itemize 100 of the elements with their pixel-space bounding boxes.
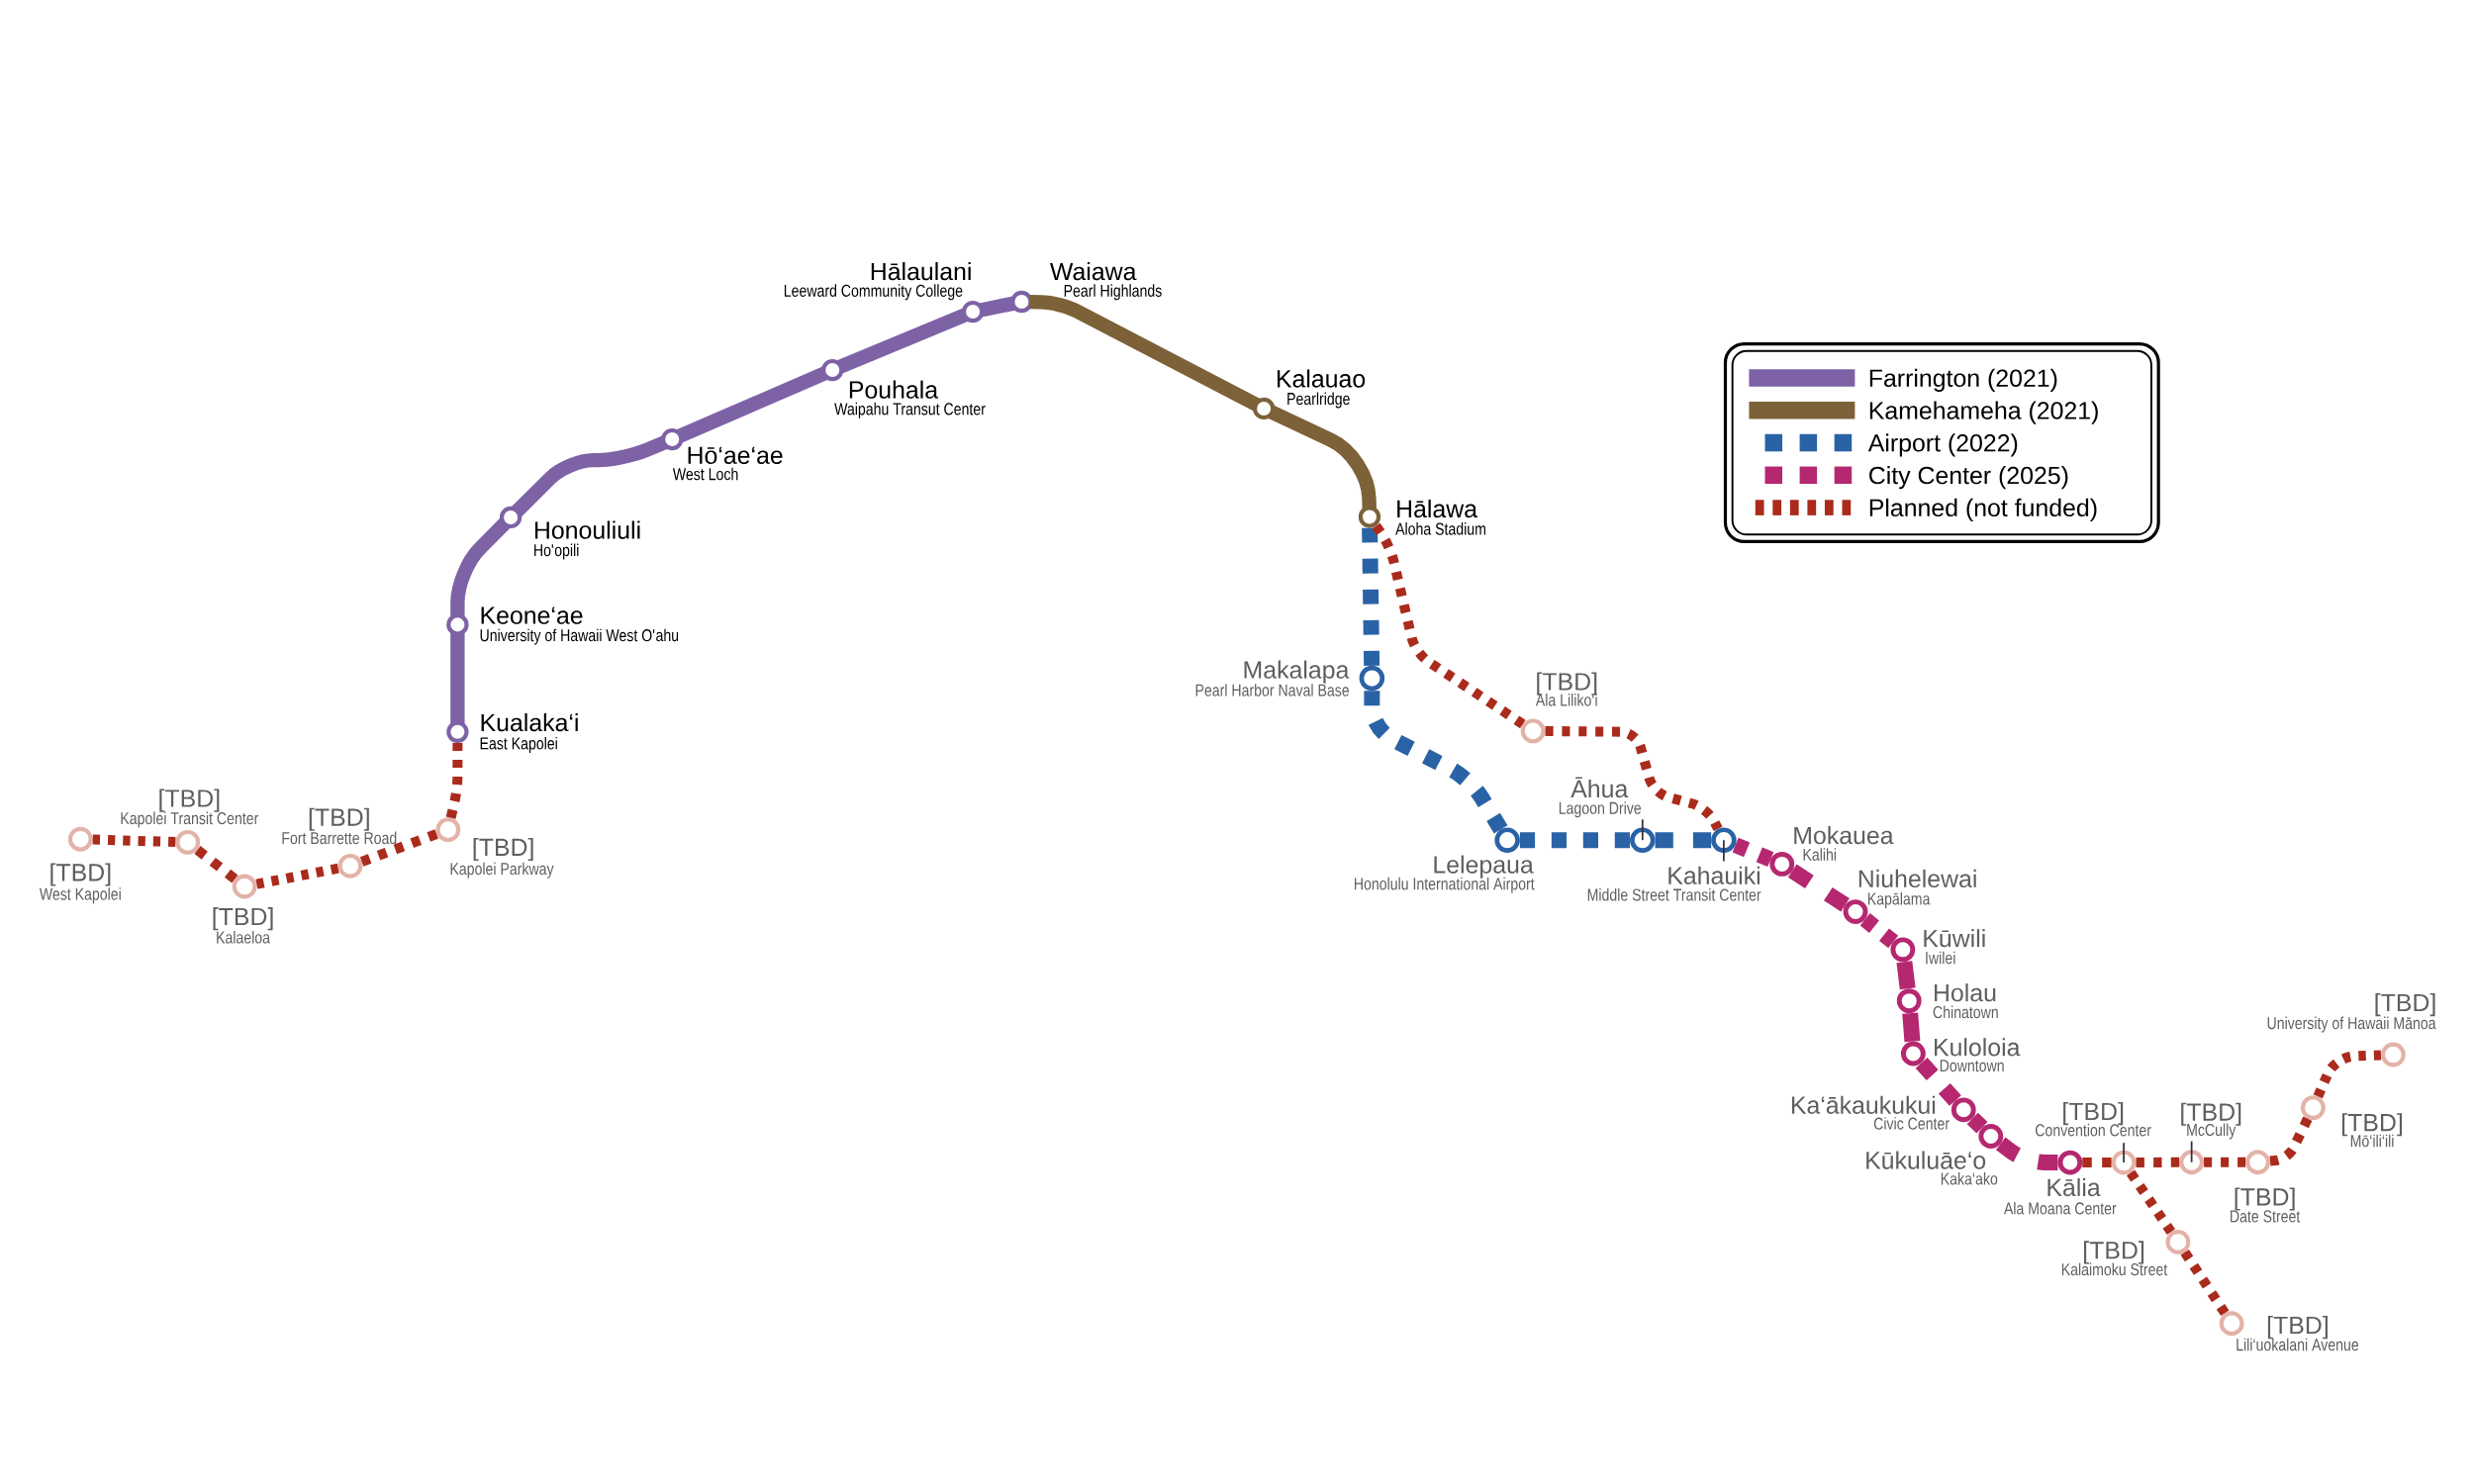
station-subtitle: Kapolei Transit Center	[121, 811, 259, 828]
station-subtitle: East Kapolei	[480, 736, 557, 753]
station-name: Lelepaua	[1434, 855, 1534, 879]
station-name: Kuloloia	[1935, 1037, 2021, 1057]
station-name: Mokauea	[1794, 825, 1894, 845]
rail-line	[1732, 837, 1774, 867]
rail-line	[445, 742, 463, 819]
station-subtitle: Kapolei Parkway	[450, 862, 554, 879]
rail-line	[1787, 864, 1850, 912]
rail-line	[1966, 1112, 1988, 1134]
station-name: Ka‘ākaukukui	[1791, 1095, 1936, 1114]
station-name: [TBD]	[2267, 1315, 2328, 1340]
rail-line	[92, 834, 176, 847]
station-subtitle: Kalihi	[1803, 848, 1837, 861]
station-subtitle: Downtown	[1940, 1060, 2004, 1072]
rail-line	[1859, 912, 1899, 949]
station-name: Kūkuluāe‘o	[1866, 1151, 1986, 1169]
rail-line	[1268, 405, 1377, 510]
rail-line	[979, 296, 1015, 318]
rail-line	[1902, 1012, 1921, 1043]
rail-line	[1896, 961, 1916, 990]
station-name: Pouhala	[849, 380, 939, 399]
legend-label: City Center (2025)	[1869, 465, 2068, 490]
rail-line	[1995, 1137, 2058, 1170]
station-subtitle: Ala Moana Center	[2003, 1201, 2117, 1215]
station-name: [TBD]	[2084, 1241, 2144, 1264]
station-subtitle: Aloha Stadium	[1395, 521, 1485, 535]
station-name: Hālaulani	[871, 261, 971, 281]
station-subtitle: Lili‘uokalani Avenue	[2236, 1338, 2359, 1351]
station-subtitle: Iwilei	[1926, 951, 1955, 965]
station-name: [TBD]	[50, 863, 111, 886]
station-subtitle: Pearl Harbor Naval Base	[1195, 684, 1349, 696]
rail-line	[2136, 1157, 2180, 1167]
station-name: Kualaka‘i	[481, 712, 578, 732]
station-name: Holau	[1935, 982, 1996, 1002]
legend-label: Farrington (2021)	[1869, 368, 2057, 392]
station-name: Honouliuli	[534, 520, 640, 539]
rail-line	[2204, 1157, 2246, 1167]
station-subtitle: Lagoon Drive	[1559, 801, 1642, 818]
rail-line	[836, 308, 969, 374]
station-subtitle: Waipahu Transut Center	[834, 402, 986, 418]
rail-line	[1029, 294, 1261, 412]
rail-line	[2082, 1157, 2112, 1167]
legend-label: Airport (2022)	[1867, 433, 2018, 457]
station-subtitle: Ala Liliko‘i	[1535, 693, 1597, 706]
rail-line	[2313, 1050, 2382, 1099]
station-subtitle: Kaka‘ako	[1941, 1171, 1998, 1185]
station-subtitle: Ho'opili	[534, 543, 579, 560]
station-subtitle: Kalaimoku Street	[2061, 1262, 2168, 1276]
station-name: [TBD]	[2063, 1101, 2124, 1125]
station-subtitle: Fort Barrette Road	[282, 831, 397, 844]
station-subtitle: Middle Street Transit Center	[1587, 887, 1761, 901]
rail-line	[450, 517, 511, 617]
rail-line	[1545, 725, 1723, 831]
station-subtitle: Pearl Highlands	[1064, 284, 1162, 301]
rail-line	[511, 435, 668, 517]
rail-line	[676, 366, 828, 443]
rail-line	[2126, 1169, 2176, 1235]
rail-line	[194, 845, 238, 883]
rail-line	[2269, 1116, 2313, 1166]
station-name: [TBD]	[213, 906, 273, 931]
station-subtitle: Kapālama	[1867, 891, 1931, 908]
station-name: Kahauiki	[1668, 866, 1760, 884]
station-name: Hālawa	[1397, 499, 1477, 518]
station-name: Waiawa	[1050, 261, 1137, 281]
station-name: Hō‘ae‘ae	[688, 446, 783, 464]
station-name: [TBD]	[1537, 672, 1597, 696]
station-subtitle: University of Hawaii Mānoa	[2267, 1016, 2436, 1033]
station-subtitle: Chinatown	[1933, 1005, 1998, 1018]
station-subtitle: University of Hawaii West O'ahu	[480, 628, 679, 645]
rail-line	[1519, 832, 1631, 848]
station-name: Kalauao	[1277, 369, 1366, 388]
station-name: [TBD]	[159, 788, 220, 812]
rail-line	[255, 863, 339, 889]
station-name: Makalapa	[1244, 660, 1350, 684]
station-name: Kūwili	[1924, 928, 1985, 948]
rail-line	[1372, 522, 1526, 728]
station-name: Āhua	[1570, 777, 1629, 798]
station-subtitle: Civic Center	[1873, 1117, 1950, 1130]
station-name: Kālia	[2047, 1177, 2101, 1196]
rail-line	[2180, 1249, 2230, 1316]
station-name: [TBD]	[2235, 1187, 2295, 1211]
station-name: [TBD]	[309, 807, 369, 831]
station-subtitle: Kalaeloa	[217, 930, 270, 944]
station-name: Keone‘ae	[481, 606, 583, 624]
station-subtitle: West Loch	[672, 467, 738, 481]
station-subtitle: West Kapolei	[39, 887, 121, 903]
station-subtitle: Leeward Community College	[784, 284, 963, 301]
station-subtitle: Pearlridge	[1287, 392, 1350, 409]
rail-line	[1915, 1057, 1961, 1106]
rail-line	[359, 829, 438, 867]
legend-label: Kamehameha (2021)	[1869, 401, 2098, 424]
rail-line	[1364, 691, 1508, 834]
station-subtitle: Honolulu International Airport	[1355, 877, 1535, 893]
rail-line	[1655, 832, 1712, 848]
station-name: Niuhelewai	[1858, 869, 1976, 887]
legend-label: Planned (not funded)	[1869, 498, 2097, 521]
station-name: [TBD]	[473, 837, 533, 861]
rail-line	[1362, 527, 1380, 666]
station-subtitle: Date Street	[2231, 1210, 2301, 1223]
